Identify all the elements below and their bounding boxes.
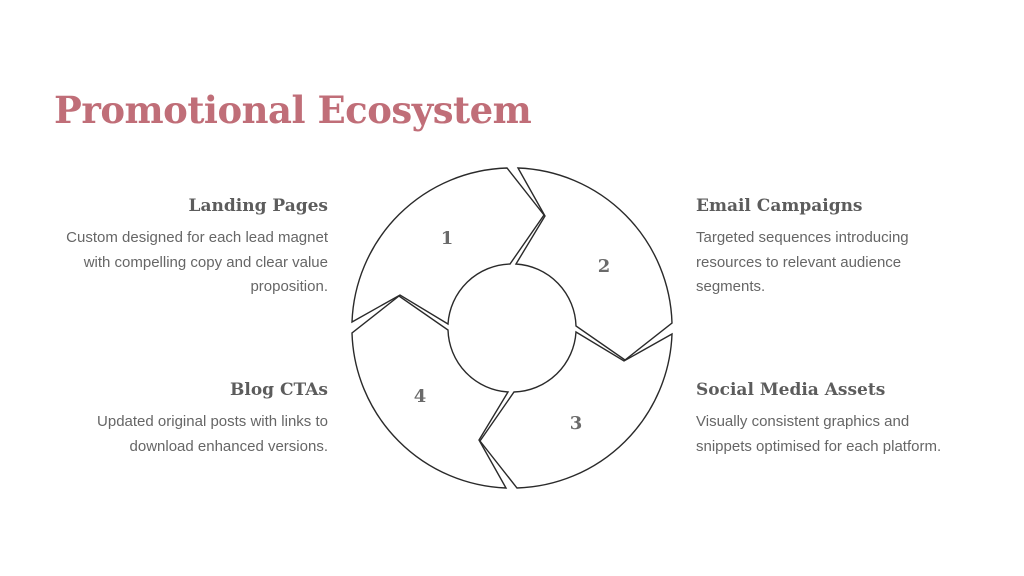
step-description: Updated original posts with links to dow… <box>97 413 328 455</box>
step-email-campaigns: Email Campaigns Targeted sequences intro… <box>696 196 966 300</box>
segment-2 <box>514 167 673 361</box>
step-description: Custom designed for each lead magnet wit… <box>66 229 328 295</box>
step-landing-pages: Landing Pages Custom designed for each l… <box>58 196 328 300</box>
segment-number-1: 1 <box>441 228 454 249</box>
segment-4 <box>351 295 510 489</box>
page-title: Promotional Ecosystem <box>54 88 532 132</box>
step-blog-ctas: Blog CTAs Updated original posts with li… <box>58 380 328 459</box>
step-heading: Social Media Assets <box>696 380 886 400</box>
segment-number-4: 4 <box>414 386 427 407</box>
step-heading: Email Campaigns <box>696 196 863 216</box>
segment-number-2: 2 <box>598 256 611 277</box>
segment-3 <box>479 330 673 489</box>
segment-number-3: 3 <box>570 413 583 434</box>
step-description: Visually consistent graphics and snippet… <box>696 413 942 455</box>
step-heading: Landing Pages <box>188 196 328 216</box>
segment-1 <box>351 167 545 326</box>
step-description: Targeted sequences introducing resources… <box>696 229 909 295</box>
step-social-media-assets: Social Media Assets Visually consistent … <box>696 380 966 459</box>
step-heading: Blog CTAs <box>230 380 328 400</box>
